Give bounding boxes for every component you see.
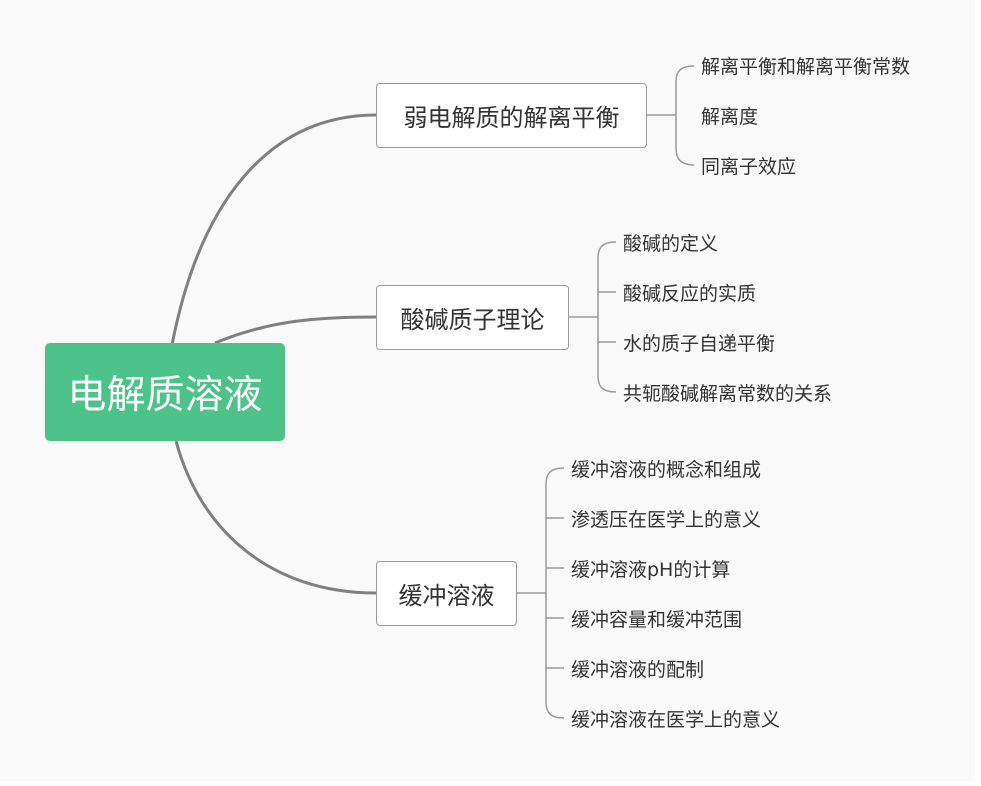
branch-3-bracket	[516, 467, 565, 719]
leaf-topic[interactable]: 酸碱反应的实质	[623, 283, 757, 305]
branch-topic-buffer-solution[interactable]: 缓冲溶液	[376, 561, 517, 626]
branch-topic-label: 弱电解质的解离平衡	[403, 104, 620, 132]
branch-1-bracket	[646, 65, 695, 166]
leaf-topic[interactable]: 同离子效应	[701, 156, 797, 178]
leaf-topic[interactable]: 水的质子自递平衡	[623, 333, 776, 355]
leaf-topic[interactable]: 缓冲溶液的概念和组成	[571, 459, 762, 481]
leaf-topic[interactable]: 解离度	[701, 106, 759, 128]
leaf-topic[interactable]: 缓冲溶液的配制	[571, 659, 705, 681]
branch-topic-acid-base-theory[interactable]: 酸碱质子理论	[376, 285, 569, 350]
root-to-branch-3-connector	[174, 440, 377, 595]
root-to-branch-2-connector	[214, 315, 377, 345]
leaf-topic[interactable]: 渗透压在医学上的意义	[571, 509, 762, 531]
leaf-topic[interactable]: 酸碱的定义	[623, 233, 719, 255]
leaf-topic[interactable]: 缓冲溶液pH的计算	[571, 559, 731, 581]
branch-topic-label: 酸碱质子理论	[400, 306, 545, 334]
root-topic-label: 电解质溶液	[67, 373, 263, 418]
leaf-topic[interactable]: 缓冲容量和缓冲范围	[571, 609, 743, 631]
leaf-topic[interactable]: 解离平衡和解离平衡常数	[701, 56, 911, 78]
root-topic[interactable]: 电解质溶液	[45, 343, 285, 441]
branch-topic-weak-electrolyte[interactable]: 弱电解质的解离平衡	[376, 83, 647, 148]
branch-topic-label: 缓冲溶液	[398, 582, 495, 610]
branch-2-bracket	[568, 241, 617, 393]
root-to-branch-1-connector	[170, 113, 377, 346]
leaf-topic[interactable]: 缓冲溶液在医学上的意义	[571, 709, 781, 731]
leaf-topic[interactable]: 共轭酸碱解离常数的关系	[623, 383, 833, 405]
